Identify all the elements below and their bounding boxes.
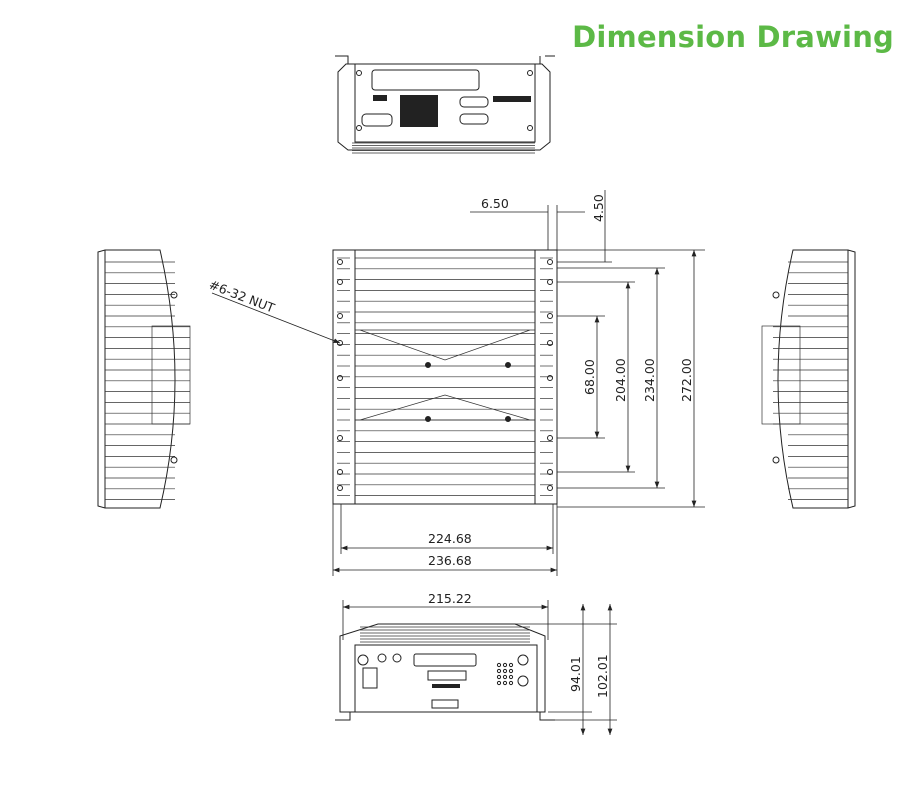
rear-view: [335, 55, 555, 154]
mount-hole: [337, 340, 343, 346]
dim-offset-x: 6.50: [481, 196, 509, 211]
mount-hole: [547, 435, 553, 441]
dim-102-01: 102.01: [595, 654, 610, 698]
mount-hole: [547, 279, 553, 285]
top-view: [332, 249, 558, 505]
mount-hole: [547, 313, 553, 319]
mount-hole: [547, 469, 553, 475]
keypad-dot: [508, 674, 514, 680]
keypad-dot: [502, 674, 508, 680]
mount-hole: [337, 279, 343, 285]
keypad-dot: [496, 662, 502, 668]
dim-68: 68.00: [582, 359, 597, 395]
mount-hole: [547, 340, 553, 346]
right-side-view: [761, 249, 856, 509]
dim-215-22: 215.22: [428, 591, 472, 606]
keypad-dot: [508, 668, 514, 674]
mount-hole: [337, 313, 343, 319]
mount-hole: [337, 485, 343, 491]
dim-94-01: 94.01: [568, 656, 583, 692]
mount-hole: [337, 435, 343, 441]
keypad-dot: [496, 674, 502, 680]
keypad-dot: [496, 668, 502, 674]
mount-hole: [547, 375, 553, 381]
keypad-dot: [502, 662, 508, 668]
mount-hole: [337, 259, 343, 265]
page-title: Dimension Drawing: [572, 20, 894, 54]
dim-204: 204.00: [613, 358, 628, 402]
dim-224-68: 224.68: [428, 531, 472, 546]
dim-272: 272.00: [679, 358, 694, 402]
keypad-dot: [508, 680, 514, 686]
keypad-dot: [496, 680, 502, 686]
front-view: [335, 623, 555, 721]
dimension-lines: [332, 190, 705, 735]
keypad-dot: [502, 668, 508, 674]
keypad-dot: [502, 680, 508, 686]
dim-234: 234.00: [642, 358, 657, 402]
mount-hole: [337, 375, 343, 381]
mount-hole: [547, 259, 553, 265]
left-side-view: [97, 249, 191, 509]
dim-offset-y: 4.50: [591, 194, 606, 222]
dim-236-68: 236.68: [428, 553, 472, 568]
keypad-dot: [508, 662, 514, 668]
nut-label: #6-32 NUT: [207, 277, 277, 316]
mount-hole: [547, 485, 553, 491]
mount-hole: [337, 469, 343, 475]
